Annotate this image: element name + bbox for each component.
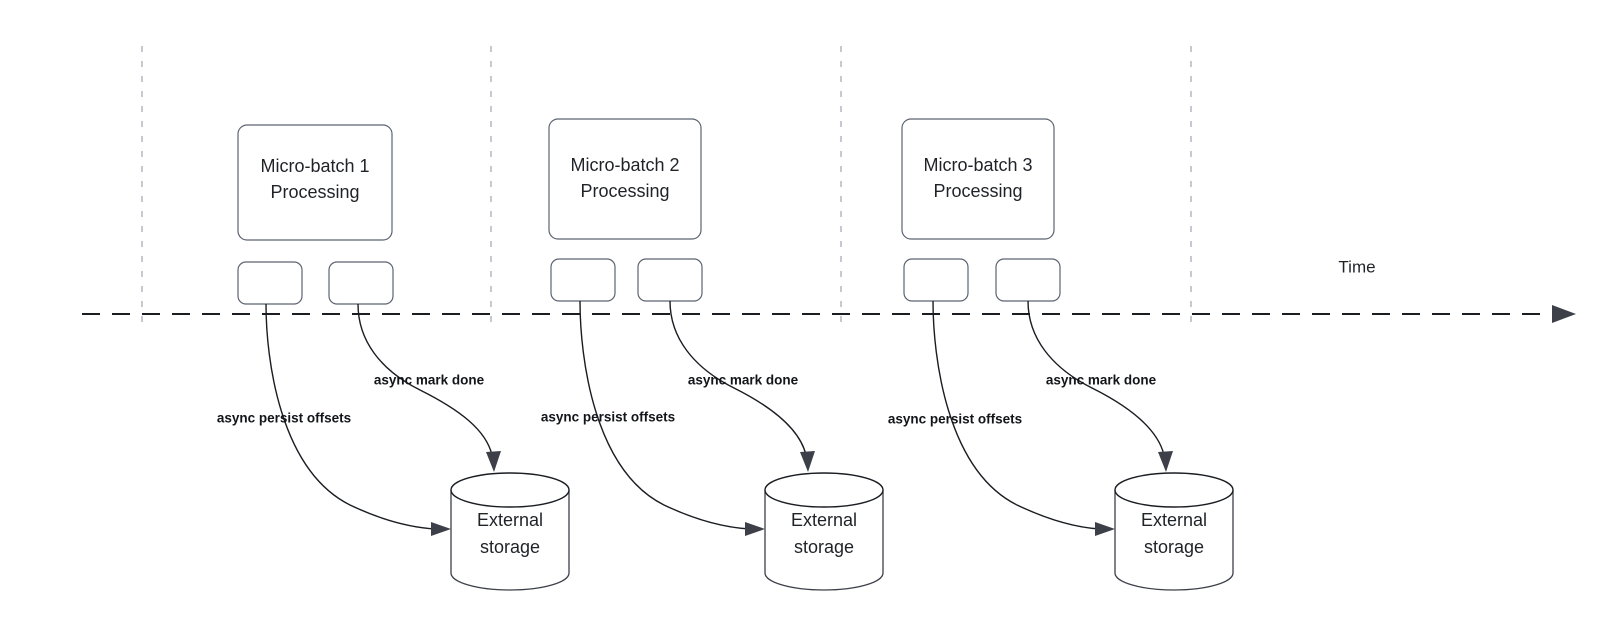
micro-batch-3-markdone-arrowhead	[1158, 451, 1173, 472]
external-storage-1-body	[450, 490, 570, 591]
micro-batch-1-markdone-arrowhead	[486, 451, 501, 472]
micro-batch-1-task-b-box[interactable]	[328, 261, 394, 305]
micro-batch-1-persist-label: async persist offsets	[217, 411, 351, 426]
micro-batch-3-markdone-label: async mark done	[1046, 373, 1157, 388]
external-storage-3-top	[1114, 472, 1234, 508]
micro-batch-1-markdone-label: async mark done	[374, 373, 485, 388]
time-axis-label: Time	[1338, 257, 1375, 276]
micro-batch-3-persist-arrowhead	[1095, 522, 1115, 536]
micro-batch-2-label-line1: Micro-batch 2	[570, 155, 679, 175]
micro-batch-2-persist-label: async persist offsets	[541, 410, 675, 425]
micro-batch-1-persist-arrowhead	[431, 522, 451, 536]
external-storage-2-top	[764, 472, 884, 508]
micro-batch-2-markdone-label: async mark done	[688, 373, 799, 388]
micro-batch-2-label-line2: Processing	[580, 181, 669, 201]
micro-batch-2-task-a-box[interactable]	[550, 258, 616, 302]
micro-batch-3-markdone-edge	[1027, 300, 1165, 456]
micro-batch-2-task-b-box[interactable]	[637, 258, 703, 302]
external-storage-3-label-line2: storage	[1144, 537, 1204, 557]
micro-batch-2-markdone-arrowhead	[800, 451, 815, 472]
arrow-right-icon	[1552, 305, 1576, 323]
micro-batch-1-label-line2: Processing	[270, 182, 359, 202]
micro-batch-3-task-a-box[interactable]	[903, 258, 969, 302]
micro-batch-3-task-b-box[interactable]	[995, 258, 1061, 302]
micro-batch-2-box[interactable]	[548, 118, 702, 240]
external-storage-1-label-line2: storage	[480, 537, 540, 557]
micro-batch-2-markdone-edge	[669, 300, 807, 456]
micro-batch-2-persist-edge	[579, 300, 751, 530]
micro-batch-1-group: Micro-batch 1 Processing External storag…	[217, 124, 570, 591]
external-storage-1-label-line1: External	[477, 510, 543, 530]
micro-batch-3-label-line1: Micro-batch 3	[923, 155, 1032, 175]
micro-batch-3-group: Micro-batch 3 Processing External storag…	[888, 118, 1234, 591]
micro-batch-1-persist-edge	[265, 303, 437, 530]
micro-batch-1-box[interactable]	[237, 124, 393, 241]
micro-batch-1-task-a-box[interactable]	[237, 261, 303, 305]
micro-batch-3-persist-label: async persist offsets	[888, 412, 1022, 427]
external-storage-1-top	[450, 472, 570, 508]
micro-batch-2-persist-arrowhead	[745, 522, 765, 536]
external-storage-3-body	[1114, 490, 1234, 591]
micro-batch-2-group: Micro-batch 2 Processing External storag…	[541, 118, 884, 591]
micro-batch-3-box[interactable]	[901, 118, 1055, 240]
external-storage-2-label-line1: External	[791, 510, 857, 530]
micro-batch-1-label-line1: Micro-batch 1	[260, 156, 369, 176]
external-storage-2-body	[764, 490, 884, 591]
external-storage-3-label-line1: External	[1141, 510, 1207, 530]
micro-batch-3-persist-edge	[932, 300, 1101, 530]
external-storage-2-label-line2: storage	[794, 537, 854, 557]
micro-batch-3-label-line2: Processing	[933, 181, 1022, 201]
micro-batch-1-markdone-edge	[357, 303, 493, 456]
